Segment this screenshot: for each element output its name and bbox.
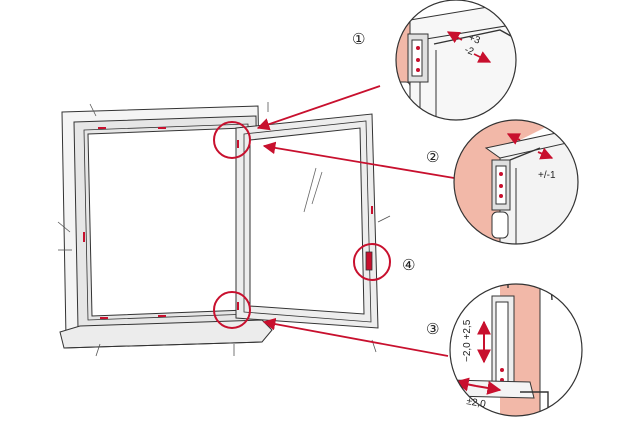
arrow-to-detail-2 (262, 141, 455, 179)
callout-number-2: ② (426, 148, 439, 166)
detail-1: +3 -2 (395, 0, 517, 121)
detail-1-label-minus: -2 (463, 44, 476, 58)
detail-2: +/-1 (453, 119, 579, 245)
detail-3: −2,0 +2,5 ±2,0 (449, 283, 583, 417)
detail-3-label-horizontal: ±2,0 (465, 396, 486, 410)
detail-2-label: +/-1 (538, 170, 556, 181)
arrow-to-detail-3 (262, 317, 449, 357)
arrow-to-detail-1 (256, 85, 381, 131)
callout-number-3: ③ (426, 320, 439, 338)
window-handle (365, 251, 373, 271)
callout-number-1: ① (352, 30, 365, 48)
detail-3-label-vertical: −2,0 +2,5 (462, 319, 473, 362)
open-sash-inner (249, 127, 365, 315)
callout-number-4: ④ (402, 256, 415, 274)
highlight-handle (353, 243, 391, 281)
highlight-bottom-hinge (213, 291, 251, 329)
highlight-top-hinge (213, 121, 251, 159)
window-illustration (57, 102, 391, 357)
detail-1-label-plus: +3 (467, 32, 482, 46)
